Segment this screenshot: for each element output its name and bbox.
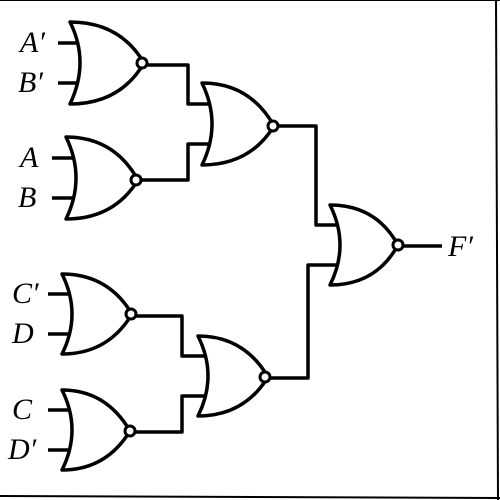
inversion-bubble [129, 173, 143, 187]
nor-gate-2 [64, 135, 143, 221]
inversion-bubble [266, 119, 280, 133]
input-label-d: D [11, 317, 34, 350]
inversion-bubble [123, 424, 137, 438]
output-label-f-prime: F′ [447, 230, 473, 263]
input-label-d-prime: D′ [7, 433, 37, 466]
frame-right-edge [495, 0, 499, 500]
input-label-b-prime: B′ [18, 66, 43, 99]
inversion-bubble [135, 56, 149, 70]
input-label-c-prime: C′ [12, 277, 39, 310]
nor-gate-output [328, 203, 405, 287]
inversion-bubble [391, 238, 405, 252]
input-label-c: C [12, 393, 33, 426]
input-label-b: B [18, 181, 36, 214]
nor-gate-5 [200, 81, 280, 167]
nor-gate-3 [60, 272, 138, 356]
nor-gate-4 [60, 388, 137, 472]
nor-gate-6 [196, 334, 272, 418]
input-label-a: A [18, 141, 39, 174]
nor-gate-1 [68, 20, 149, 106]
input-label-a-prime: A′ [18, 26, 45, 59]
inversion-bubble [258, 370, 272, 384]
wires [48, 41, 442, 452]
inversion-bubble [124, 307, 138, 321]
frame-bottom-edge [0, 495, 500, 499]
